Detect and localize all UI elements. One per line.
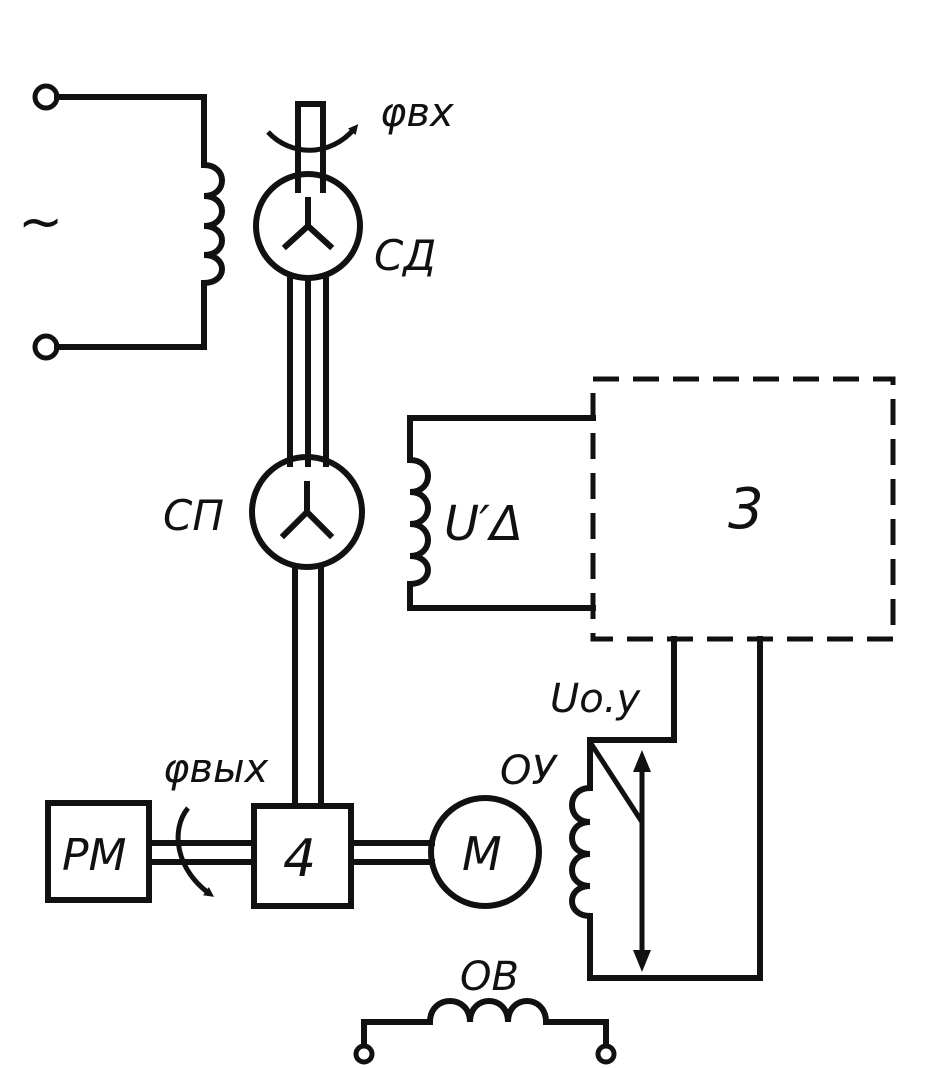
u-oy-label: Uо.у xyxy=(550,676,641,722)
rm-load-box xyxy=(45,800,152,903)
wire-source-bottom xyxy=(54,280,207,350)
wire-source-top xyxy=(54,94,207,168)
sd-sp-connection xyxy=(287,275,329,467)
block-4-gearbox xyxy=(251,803,354,909)
sd-label: СД xyxy=(374,231,436,280)
motor-label: М xyxy=(462,827,502,881)
ac-source-symbol: ~ xyxy=(18,190,63,253)
udelta-coil xyxy=(406,456,431,588)
ov-terminal-left xyxy=(353,1043,375,1065)
sp-label: СП xyxy=(163,491,224,540)
wire-ov-right xyxy=(543,1019,609,1047)
ov-coil xyxy=(426,998,550,1026)
ov-label: ОВ xyxy=(460,954,519,1000)
ac-source-terminals xyxy=(32,83,207,361)
output-rotation-arrow xyxy=(175,806,215,897)
block-3-label: 3 xyxy=(728,477,764,542)
wire-ov-left xyxy=(361,1019,433,1047)
input-rotation-arrow xyxy=(266,124,359,153)
terminal-bottom xyxy=(32,333,60,361)
voltage-arrow-down xyxy=(633,950,651,972)
sd-star-winding-icon xyxy=(281,197,335,251)
output-shaft-rm xyxy=(146,840,257,865)
oy-diagonal-mark xyxy=(587,740,645,824)
sp-star-winding-icon xyxy=(279,481,335,540)
rm-label: РМ xyxy=(62,830,127,881)
wire-udelta-top xyxy=(407,415,596,463)
wire-block3-out-left xyxy=(587,636,677,743)
wire-block3-out-right xyxy=(587,636,763,981)
block-4-label: 4 xyxy=(283,829,316,889)
wire-udelta-bottom xyxy=(407,581,596,611)
excitation-coil xyxy=(200,161,225,287)
motor-shaft xyxy=(348,840,435,865)
terminal-top xyxy=(32,83,60,111)
voltage-arrow-up xyxy=(633,750,651,772)
motor xyxy=(428,795,542,909)
oy-label: ОУ xyxy=(500,748,558,794)
synchro-receiver xyxy=(249,454,365,570)
udelta-label: U′Δ xyxy=(444,496,523,552)
phi-in-label: φвх xyxy=(380,90,454,136)
sp-output-shaft xyxy=(292,564,324,809)
ov-terminal-right xyxy=(595,1043,617,1065)
oy-coil xyxy=(569,784,594,920)
phi-out-label: φвых xyxy=(163,746,269,792)
